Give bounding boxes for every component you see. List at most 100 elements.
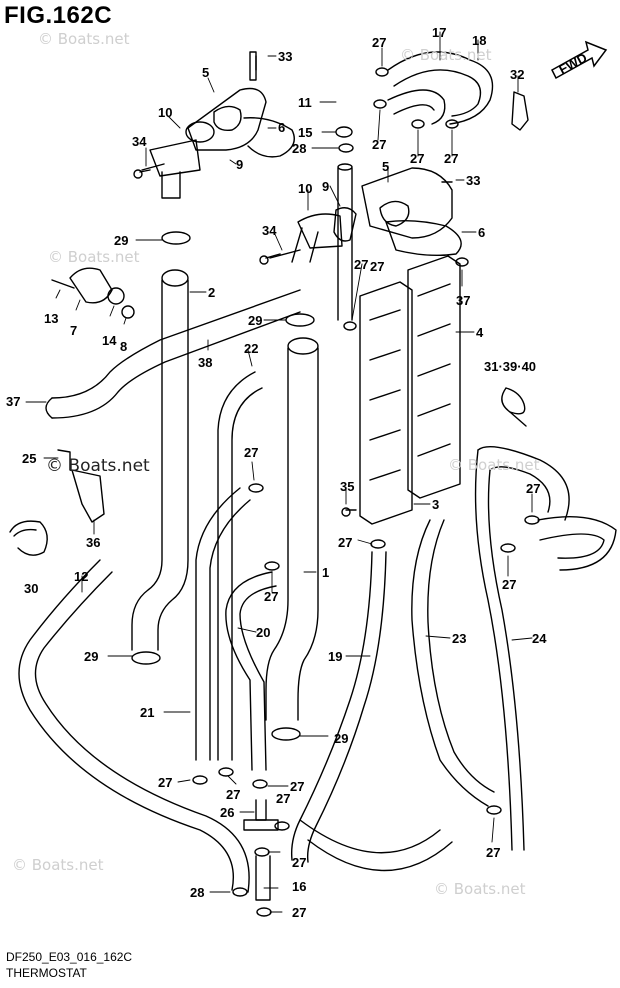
callout-29[interactable]: 29	[334, 731, 349, 746]
callout-9[interactable]: 9	[322, 179, 330, 194]
callout-34[interactable]: 34	[132, 134, 147, 149]
callout-28[interactable]: 28	[190, 885, 205, 900]
clip-31-39-40	[501, 387, 527, 427]
callout-21[interactable]: 21	[140, 705, 155, 720]
callout-28[interactable]: 28	[292, 141, 307, 156]
callout-33[interactable]: 33	[466, 173, 481, 188]
callout-14[interactable]: 14	[102, 333, 117, 348]
callout-13[interactable]: 13	[44, 311, 59, 326]
callout-38[interactable]: 38	[198, 355, 213, 370]
callout-27[interactable]: 27	[292, 855, 307, 870]
clamps	[131, 67, 540, 917]
hose-20	[225, 571, 277, 771]
callout-27[interactable]: 27	[290, 779, 305, 794]
watermark: © Boats.net	[434, 880, 526, 898]
hose-1	[265, 337, 319, 721]
callout-18[interactable]: 18	[472, 33, 487, 48]
hose-12	[18, 559, 250, 893]
sensor-7	[51, 267, 135, 319]
bolts	[133, 55, 453, 517]
bracket-36	[57, 449, 105, 523]
callout-23[interactable]: 23	[452, 631, 467, 646]
callout-9[interactable]: 9	[236, 157, 244, 172]
callout-1[interactable]: 1	[322, 565, 330, 580]
callout-20[interactable]: 20	[256, 625, 271, 640]
callout-10[interactable]: 10	[298, 181, 313, 196]
callout-35[interactable]: 35	[340, 479, 355, 494]
callout-27[interactable]: 27	[370, 259, 385, 274]
callout-36[interactable]: 36	[86, 535, 101, 550]
callout-27[interactable]: 27	[338, 535, 353, 550]
callout-6[interactable]: 6	[278, 120, 286, 135]
hose-2	[131, 269, 189, 651]
callout-29[interactable]: 29	[84, 649, 99, 664]
callout-5[interactable]: 5	[202, 65, 210, 80]
callout-34[interactable]: 34	[262, 223, 277, 238]
callout-17[interactable]: 17	[432, 25, 447, 40]
callout-19[interactable]: 19	[328, 649, 343, 664]
callout-37[interactable]: 37	[456, 293, 471, 308]
watermark: © Boats.net	[46, 456, 150, 476]
watermark: © Boats.net	[12, 856, 104, 874]
callout-27[interactable]: 27	[486, 845, 501, 860]
leader-lines	[25, 31, 533, 913]
callout-27[interactable]: 27	[372, 137, 387, 152]
callout-27[interactable]: 27	[244, 445, 259, 460]
callout-27[interactable]: 27	[502, 577, 517, 592]
callout-27[interactable]: 27	[410, 151, 425, 166]
callout-11[interactable]: 11	[298, 95, 312, 110]
model-code: DF250_E03_016_162C	[6, 950, 133, 964]
forward-direction-indicator: FWD	[548, 40, 608, 84]
hose-38	[45, 289, 301, 419]
callout-31-39-40[interactable]: 31·39·40	[484, 359, 537, 374]
callout-29[interactable]: 29	[248, 313, 263, 328]
callout-27[interactable]: 27	[158, 775, 173, 790]
bracket-32	[511, 91, 529, 131]
callout-4[interactable]: 4	[476, 325, 484, 340]
watermark: © Boats.net	[400, 46, 492, 64]
callout-27[interactable]: 27	[372, 35, 387, 50]
callout-2[interactable]: 2	[208, 285, 216, 300]
callout-27[interactable]: 27	[276, 791, 291, 806]
callout-6[interactable]: 6	[478, 225, 486, 240]
watermark: © Boats.net	[448, 456, 540, 474]
callout-25[interactable]: 25	[22, 451, 37, 466]
callout-27[interactable]: 27	[526, 481, 541, 496]
hose-short-upper	[337, 163, 353, 321]
callout-33[interactable]: 33	[278, 49, 293, 64]
callout-27[interactable]: 27	[354, 257, 369, 272]
cover-4-and-3	[359, 255, 461, 525]
callout-27[interactable]: 27	[264, 589, 279, 604]
callout-27[interactable]: 27	[226, 787, 241, 802]
callout-30[interactable]: 30	[24, 581, 39, 596]
hose-17-18	[387, 51, 494, 125]
joint-26-hose-16	[243, 799, 279, 901]
thermostat-housing-lower	[269, 167, 462, 263]
callout-12[interactable]: 12	[74, 569, 89, 584]
callout-8[interactable]: 8	[120, 339, 128, 354]
callout-7[interactable]: 7	[70, 323, 78, 338]
callout-27[interactable]: 27	[292, 905, 307, 920]
hose-24	[474, 445, 617, 851]
callout-10[interactable]: 10	[158, 105, 173, 120]
callout-37[interactable]: 37	[6, 394, 21, 409]
watermark: © Boats.net	[48, 248, 140, 266]
callout-5[interactable]: 5	[382, 159, 390, 174]
clamp-30	[9, 520, 48, 556]
callout-16[interactable]: 16	[292, 879, 307, 894]
callout-15[interactable]: 15	[298, 125, 313, 140]
hose-23	[411, 519, 495, 807]
callout-22[interactable]: 22	[244, 341, 259, 356]
callout-24[interactable]: 24	[532, 631, 547, 646]
callout-3[interactable]: 3	[432, 497, 440, 512]
callout-32[interactable]: 32	[510, 67, 525, 82]
hose-19	[290, 551, 453, 872]
figure-caption: THERMOSTAT	[6, 966, 87, 980]
forward-arrow-icon	[551, 40, 608, 80]
callout-27[interactable]: 27	[444, 151, 459, 166]
hose-21	[195, 487, 251, 761]
thermostat-housing-upper	[141, 51, 295, 199]
callout-26[interactable]: 26	[220, 805, 235, 820]
watermark: © Boats.net	[38, 30, 130, 48]
callout-29[interactable]: 29	[114, 233, 129, 248]
